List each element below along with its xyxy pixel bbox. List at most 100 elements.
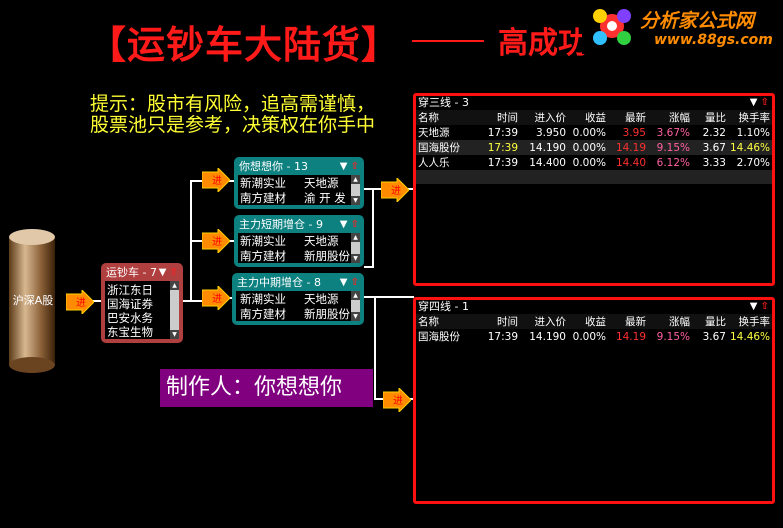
- stock-table: 名称 时间 进入价 收益 最新 涨幅 量比 换手率 国海股份 17:39 14.…: [416, 314, 772, 344]
- main-title: 【运钞车大陆货】: [88, 23, 401, 67]
- list-item[interactable]: 浙江东日: [107, 283, 153, 297]
- source-label: 沪深A股: [12, 294, 54, 307]
- list-item[interactable]: 巴安水务: [107, 311, 153, 325]
- up-icon[interactable]: ⇧: [760, 301, 769, 312]
- list-item[interactable]: 新潮实业: [240, 176, 286, 190]
- profit-cell: 0.00%: [572, 156, 606, 169]
- up-icon[interactable]: ⇧: [350, 277, 359, 288]
- arrow-icon: 进: [66, 290, 94, 314]
- column-header[interactable]: 进入价: [520, 110, 568, 125]
- arrow-icon: 进: [202, 168, 230, 192]
- node-mid-term-increase[interactable]: 主力中期增仓 - 8 ▼ ⇧ 新潮实业 天地源 南方建材 新朋股份 ▲▼: [232, 273, 364, 325]
- arrow-label: 进: [212, 175, 222, 187]
- table-row[interactable]: 天地源 17:39 3.950 0.00% 3.95 3.67% 2.32 1.…: [416, 125, 772, 140]
- turnover-cell: 2.70%: [736, 156, 770, 169]
- latest-cell: 14.19: [615, 330, 646, 343]
- logo-text: 分析家公式网: [640, 10, 755, 32]
- up-icon[interactable]: ⇧: [350, 219, 359, 230]
- change-cell: 6.12%: [656, 156, 690, 169]
- column-header[interactable]: 时间: [482, 110, 520, 125]
- latest-cell: 14.40: [615, 156, 646, 169]
- latest-cell: 3.95: [622, 126, 646, 139]
- list-item[interactable]: 渝 开 发: [304, 191, 346, 205]
- filter-icon[interactable]: ▼: [339, 277, 348, 288]
- list-item[interactable]: 天地源: [304, 292, 339, 306]
- column-header[interactable]: 涨幅: [648, 314, 692, 329]
- list-item[interactable]: 新潮实业: [240, 234, 286, 248]
- filter-icon[interactable]: ▼: [749, 97, 758, 108]
- list-item[interactable]: 南方建材: [240, 307, 286, 321]
- column-header[interactable]: 量比: [692, 110, 728, 125]
- column-header[interactable]: 最新: [608, 314, 648, 329]
- list-item[interactable]: 南方建材: [240, 191, 286, 205]
- entry-price-cell: 14.190: [529, 330, 566, 343]
- turnover-cell: 14.46%: [730, 330, 771, 343]
- list-item[interactable]: 东宝生物: [107, 325, 153, 339]
- list-item[interactable]: 国海证券: [107, 297, 153, 311]
- up-icon[interactable]: ⇧: [760, 97, 769, 108]
- column-header[interactable]: 涨幅: [648, 110, 692, 125]
- panel-chuansixian[interactable]: 穿四线 - 1 ▼ ⇧ 名称 时间 进入价 收益 最新 涨幅 量比 换手率 国海…: [413, 297, 775, 504]
- node-short-term-increase[interactable]: 主力短期增仓 - 9 ▼ ⇧ 新潮实业 天地源 南方建材 新朋股份 ▲▼: [234, 215, 364, 267]
- table-row[interactable]: 国海股份 17:39 14.190 0.00% 14.19 9.15% 3.67…: [416, 140, 772, 155]
- filter-icon[interactable]: ▼: [158, 267, 167, 278]
- source-cylinder-icon[interactable]: [8, 229, 56, 374]
- column-header[interactable]: 时间: [482, 314, 520, 329]
- node-nixiangxiangni[interactable]: 你想想你 - 13 ▼ ⇧ 新潮实业 天地源 南方建材 渝 开 发 ▲▼: [234, 157, 364, 209]
- table-header: 名称 时间 进入价 收益 最新 涨幅 量比 换手率: [416, 314, 772, 329]
- title-dash: [412, 40, 484, 42]
- arrow-icon: 进: [383, 388, 411, 412]
- list-item[interactable]: 新朋股份: [304, 307, 350, 321]
- stock-name: 国海股份: [418, 331, 460, 343]
- column-header[interactable]: 换手率: [728, 314, 772, 329]
- change-cell: 9.15%: [656, 330, 690, 343]
- profit-cell: 0.00%: [572, 330, 606, 343]
- list-item[interactable]: 天地源: [304, 176, 339, 190]
- filter-icon[interactable]: ▼: [339, 219, 348, 230]
- logo-icon: [593, 9, 631, 45]
- list-item[interactable]: 南方建材: [240, 249, 286, 263]
- list-item[interactable]: 天地源: [304, 234, 339, 248]
- table-row[interactable]: 国海股份 17:39 14.190 0.00% 14.19 9.15% 3.67…: [416, 329, 772, 344]
- time-cell: 17:39: [482, 140, 520, 155]
- column-header[interactable]: 名称: [416, 314, 482, 329]
- node-yunchao[interactable]: 运钞车 - 7 ▼ ⇧ 浙江东日 国海证券 巴安水务 东宝生物 ▲▼: [101, 263, 183, 343]
- scrollbar[interactable]: ▲▼: [351, 233, 360, 263]
- time-cell: 17:39: [487, 156, 518, 169]
- list-item[interactable]: 新潮实业: [240, 292, 286, 306]
- volume-ratio-cell: 3.33: [702, 156, 726, 169]
- column-header[interactable]: 换手率: [728, 110, 772, 125]
- up-icon[interactable]: ⇧: [350, 161, 359, 172]
- up-icon[interactable]: ⇧: [169, 267, 178, 278]
- panel-chuansanxian[interactable]: 穿三线 - 3 ▼ ⇧ 名称 时间 进入价 收益 最新 涨幅 量比 换手率 天地…: [413, 93, 775, 286]
- arrow-icon: 进: [202, 229, 230, 253]
- panel-title: 穿三线 - 3 ▼ ⇧: [416, 96, 772, 110]
- table-header: 名称 时间 进入价 收益 最新 涨幅 量比 换手率: [416, 110, 772, 125]
- volume-ratio-cell: 3.67: [692, 140, 728, 155]
- volume-ratio-cell: 2.32: [702, 126, 726, 139]
- connector-line: [364, 266, 374, 268]
- list-item[interactable]: 新朋股份: [304, 249, 350, 263]
- column-header[interactable]: 名称: [416, 110, 482, 125]
- filter-icon[interactable]: ▼: [339, 161, 348, 172]
- scrollbar[interactable]: ▲▼: [170, 281, 179, 339]
- scrollbar[interactable]: ▲▼: [351, 291, 360, 321]
- node-title: 你想想你 - 13 ▼ ⇧: [239, 160, 359, 173]
- column-header[interactable]: 最新: [608, 110, 648, 125]
- column-header[interactable]: 收益: [568, 110, 608, 125]
- hint-line-1: 提示：股市有风险，追高需谨慎，: [90, 93, 376, 115]
- column-header[interactable]: 收益: [568, 314, 608, 329]
- filter-icon[interactable]: ▼: [749, 301, 758, 312]
- connector-line: [364, 296, 414, 298]
- column-header[interactable]: 进入价: [520, 314, 568, 329]
- stock-name: 国海股份: [416, 140, 482, 155]
- stock-table: 名称 时间 进入价 收益 最新 涨幅 量比 换手率 天地源 17:39 3.95…: [416, 110, 772, 184]
- change-cell: 9.15%: [648, 140, 692, 155]
- connector-line: [374, 296, 376, 400]
- connector-line: [228, 240, 236, 242]
- table-row[interactable]: 人人乐 17:39 14.400 0.00% 14.40 6.12% 3.33 …: [416, 155, 772, 170]
- sub-title: 高成功: [498, 26, 588, 61]
- profit-cell: 0.00%: [572, 126, 606, 139]
- scrollbar[interactable]: ▲▼: [351, 175, 360, 205]
- column-header[interactable]: 量比: [692, 314, 728, 329]
